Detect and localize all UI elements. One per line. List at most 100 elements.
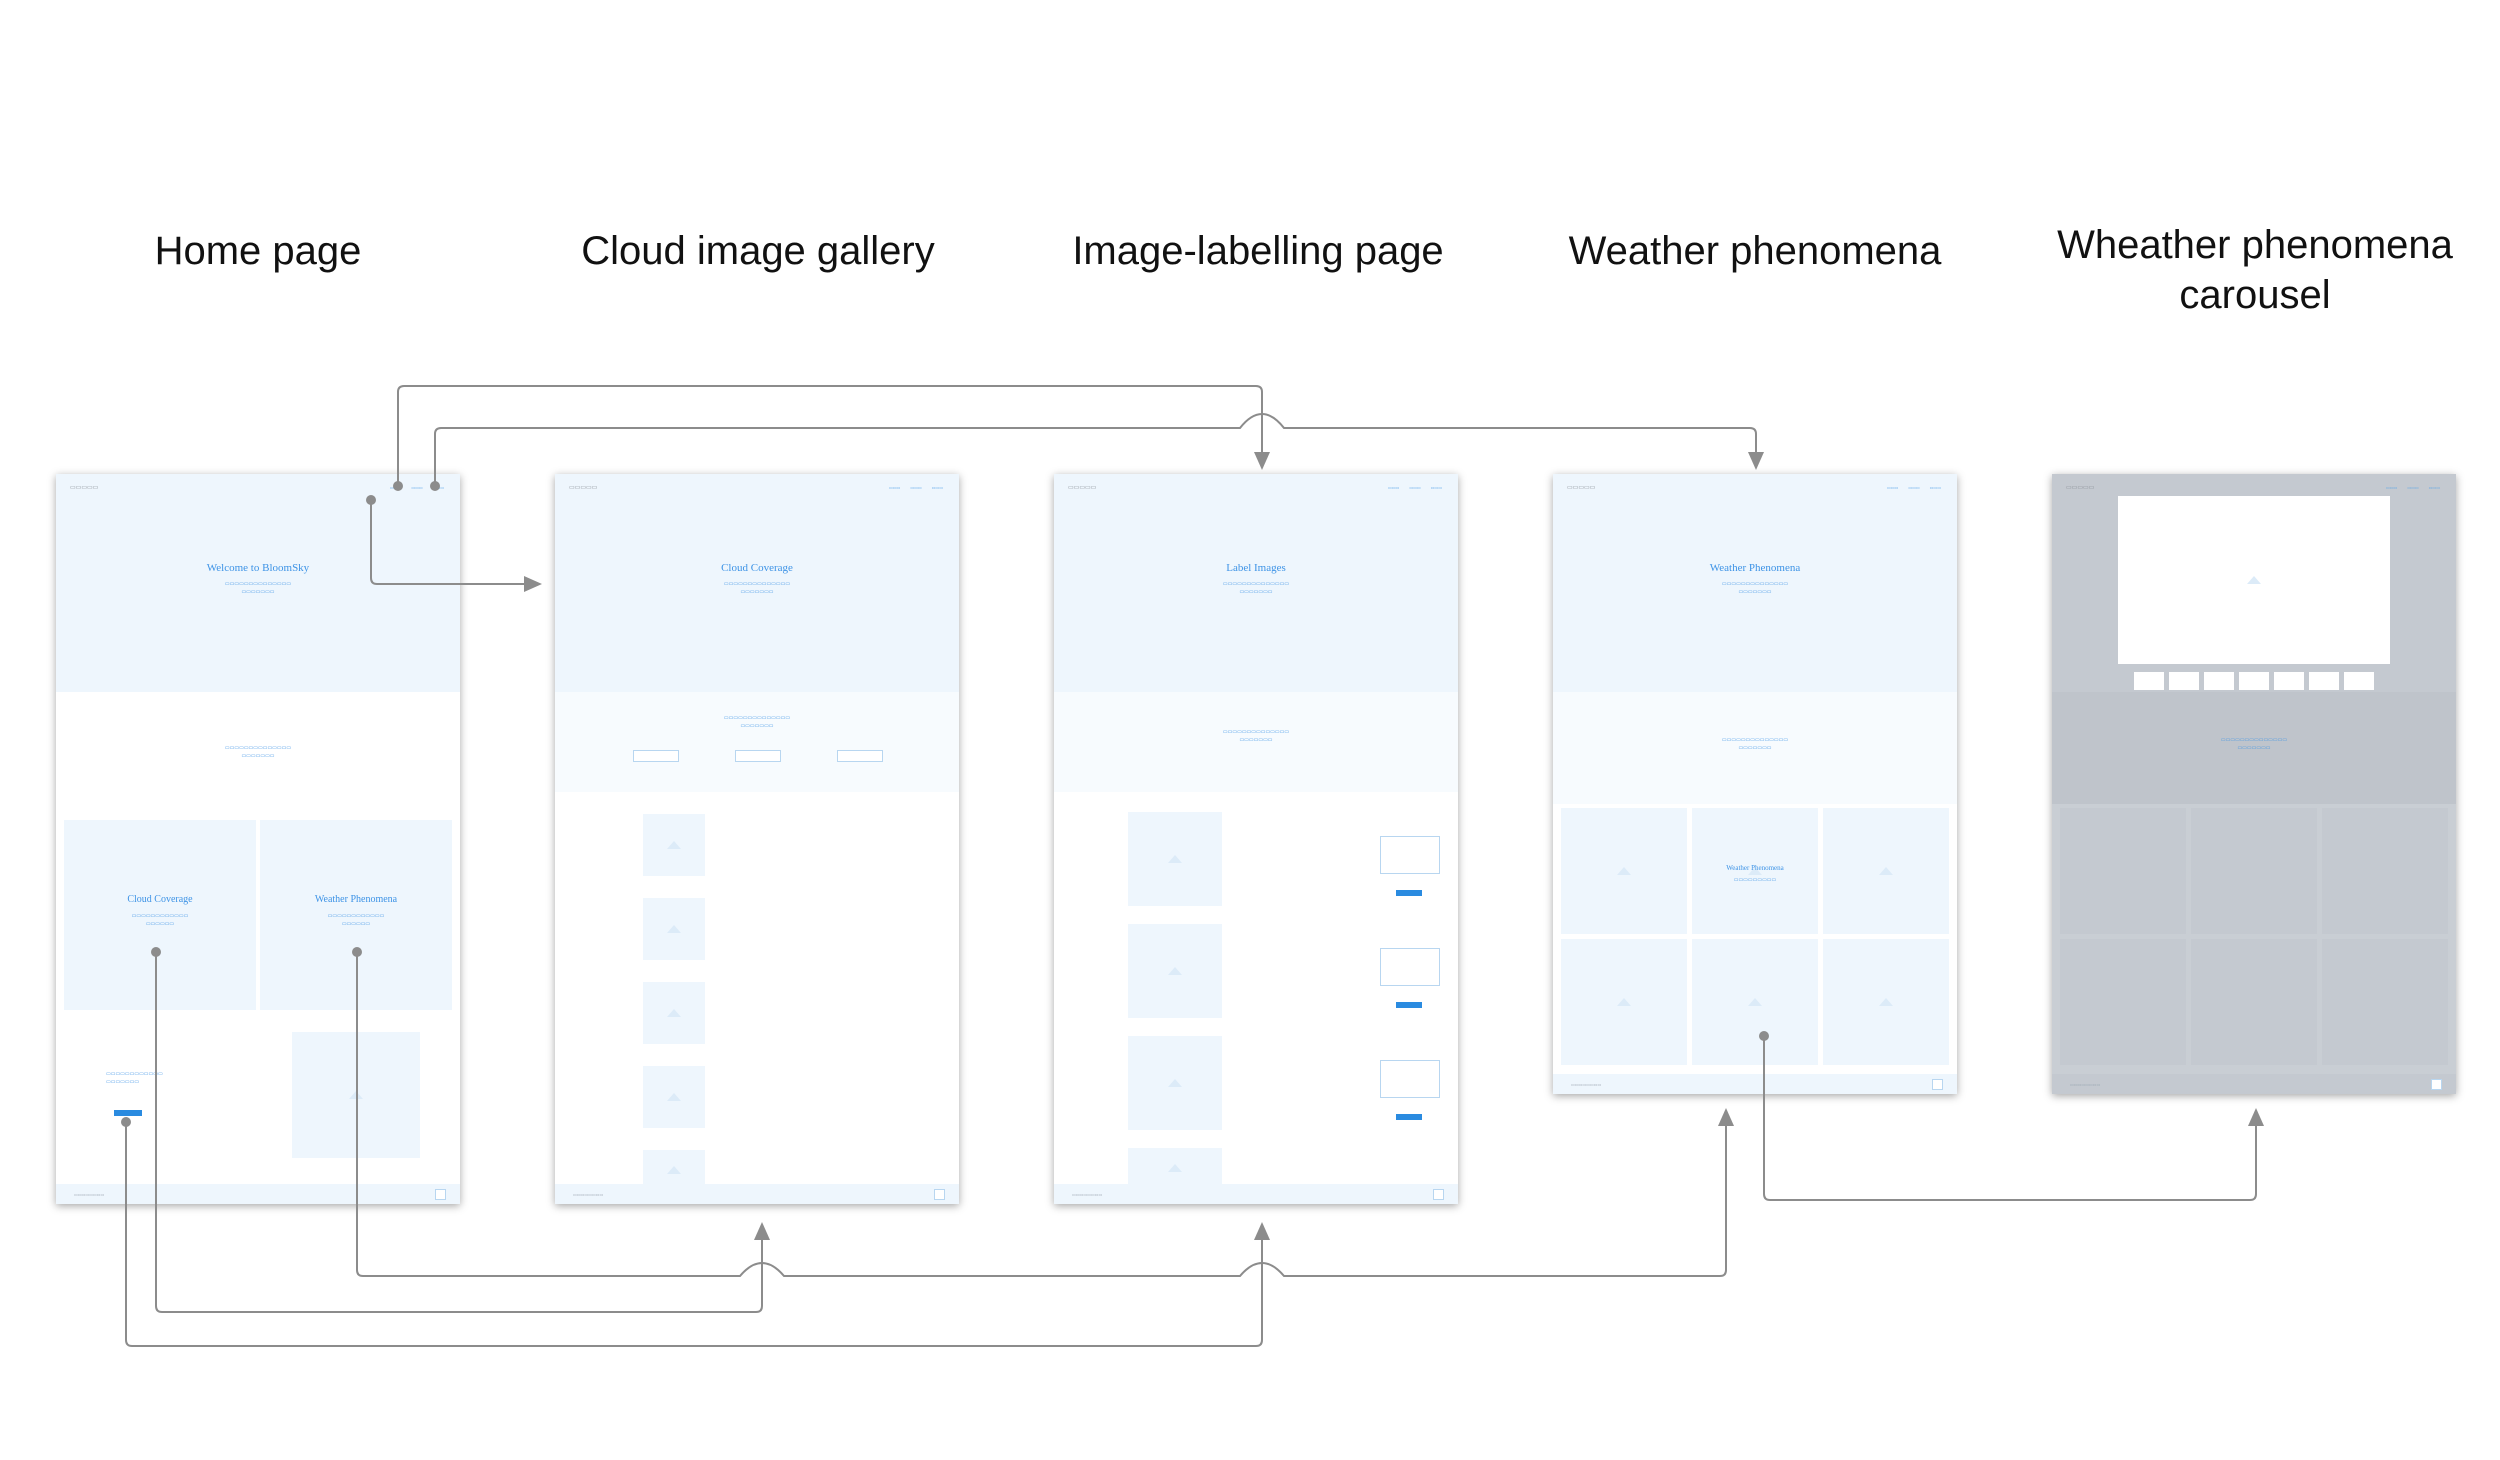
phenomena-tile-6[interactable] bbox=[1823, 939, 1949, 1065]
weather-phenomena-card[interactable]: Weather Phenomena ▭▭▭▭▭▭▭▭▭▭▭▭▭▭▭▭▭▭ bbox=[260, 820, 452, 1010]
card-title: Weather Phenomena bbox=[314, 894, 398, 905]
label-comment-box-1[interactable] bbox=[1380, 836, 1440, 874]
cloud-coverage-card[interactable]: Cloud Coverage ▭▭▭▭▭▭▭▭▭▭▭▭▭▭▭▭▭▭ bbox=[64, 820, 256, 1010]
footer: ▭▭▭▭▭▭▭▭ bbox=[2052, 1074, 2456, 1094]
brand-logo: ▭▭▭▭▭ bbox=[1068, 485, 1097, 491]
footer: ▭▭▭▭▭▭▭▭ bbox=[555, 1184, 959, 1204]
footer: ▭▭▭▭▭▭▭▭ bbox=[1553, 1074, 1957, 1094]
wire-origin-dot bbox=[393, 481, 403, 491]
phenomena-tile-3 bbox=[2322, 808, 2448, 934]
gallery-image-4[interactable] bbox=[643, 1066, 705, 1128]
hero-text: ▭▭▭▭▭▭▭▭▭▭▭▭▭▭▭▭▭▭▭▭▭ bbox=[723, 581, 791, 595]
filter-select-2[interactable] bbox=[735, 750, 781, 762]
wire-phenomena-to-carousel bbox=[1763, 1036, 2264, 1201]
wire-home-to-gallery bbox=[370, 500, 542, 592]
tile-text: ▭▭▭▭▭▭▭▭▭ bbox=[1733, 877, 1777, 883]
brand-logo: ▭▭▭▭▭ bbox=[2066, 485, 2095, 491]
label-image-2 bbox=[1128, 924, 1222, 1018]
nav-links[interactable]: ▭▭▭▭▭▭▭▭▭ bbox=[1387, 485, 1442, 490]
phenomena-tile-4[interactable] bbox=[1561, 939, 1687, 1065]
hero-title: Label Images bbox=[1226, 562, 1286, 574]
wire-origin-dot bbox=[121, 1117, 131, 1127]
nav-links[interactable]: ▭▭▭▭▭▭▭▭▭ bbox=[1886, 485, 1941, 490]
thumbnail[interactable] bbox=[2169, 672, 2199, 690]
thumbnail[interactable] bbox=[2239, 672, 2269, 690]
cta-button[interactable] bbox=[114, 1110, 142, 1116]
gallery-image-5[interactable] bbox=[643, 1150, 705, 1190]
brand-logo: ▭▭▭▭▭ bbox=[1567, 485, 1596, 491]
hero-text: ▭▭▭▭▭▭▭▭▭▭▭▭▭▭▭▭▭▭▭▭▭ bbox=[1222, 581, 1290, 595]
nav-bar: ▭▭▭▭▭ ▭▭▭▭▭▭▭▭▭ bbox=[2052, 474, 2456, 502]
wire-origin-dot bbox=[1759, 1031, 1769, 1041]
thumbnail[interactable] bbox=[2134, 672, 2164, 690]
nav-links[interactable]: ▭▭▭▭▭▭▭▭▭ bbox=[2385, 485, 2440, 490]
filter-select-3[interactable] bbox=[837, 750, 883, 762]
wire-weather-card-to-phenomena bbox=[356, 952, 1734, 1277]
label-image-3 bbox=[1128, 1036, 1222, 1130]
phenomena-tile-5 bbox=[2191, 939, 2317, 1065]
label-submit-button-3[interactable] bbox=[1396, 1114, 1422, 1120]
wire-origin-dot bbox=[366, 495, 376, 505]
nav-bar: ▭▭▭▭▭ ▭▭▭▭▭▭▭▭▭ bbox=[555, 474, 959, 502]
brand-logo: ▭▭▭▭▭ bbox=[70, 485, 99, 491]
phenomena-tile-2[interactable] bbox=[1692, 808, 1818, 934]
gallery-image-2[interactable] bbox=[643, 898, 705, 960]
gallery-image-1[interactable] bbox=[643, 814, 705, 876]
title-carousel-line-1: Wheather phenomena bbox=[2057, 223, 2453, 267]
tile-title: Weather Phenomena bbox=[1726, 864, 1784, 872]
intro-text: ▭▭▭▭▭▭▭▭▭▭▭▭▭▭▭▭▭▭▭▭▭ bbox=[2220, 737, 2288, 751]
nav-bar: ▭▭▭▭▭ ▭▭▭▭▭▭▭▭▭ bbox=[1054, 474, 1458, 502]
filter-select-1[interactable] bbox=[633, 750, 679, 762]
card-title: Cloud Coverage bbox=[127, 894, 193, 905]
title-home-page: Home page bbox=[154, 229, 362, 273]
frame-image-labelling-page[interactable]: ▭▭▭▭▭ ▭▭▭▭▭▭▭▭▭ Label Images ▭▭▭▭▭▭▭▭▭▭▭… bbox=[1054, 474, 1458, 1204]
wire-nav-to-phenomena bbox=[434, 413, 1764, 486]
thumbnail[interactable] bbox=[2344, 672, 2374, 690]
card-text: ▭▭▭▭▭▭▭▭▭▭▭▭▭▭▭▭▭▭ bbox=[327, 913, 385, 927]
brand-logo: ▭▭▭▭▭ bbox=[569, 485, 598, 491]
phenomena-tile-2 bbox=[2191, 808, 2317, 934]
nav-links[interactable]: ▭▭▭▭▭▭▭▭▭ bbox=[888, 485, 943, 490]
phenomena-tile-1[interactable] bbox=[1561, 808, 1687, 934]
hero-title: Cloud Coverage bbox=[721, 562, 793, 574]
footer: ▭▭▭▭▭▭▭▭ bbox=[1054, 1184, 1458, 1204]
thumbnail[interactable] bbox=[2309, 672, 2339, 690]
filter-band bbox=[555, 692, 959, 792]
frame-weather-phenomena[interactable]: ▭▭▭▭▭ ▭▭▭▭▭▭▭▭▭ Weather Phenomena ▭▭▭▭▭▭… bbox=[1553, 474, 1957, 1094]
wire-cta-to-labelling bbox=[125, 1122, 1270, 1347]
title-carousel: Wheather phenomena carousel bbox=[2025, 220, 2485, 320]
intro-band bbox=[1553, 692, 1957, 804]
title-weather-phenomena: Weather phenomena bbox=[1568, 229, 1942, 273]
hero-text: ▭▭▭▭▭▭▭▭▭▭▭▭▭▭▭▭▭▭▭▭▭ bbox=[1721, 581, 1789, 595]
thumbnail[interactable] bbox=[2204, 672, 2234, 690]
wire-origin-dot bbox=[151, 947, 161, 957]
label-submit-button-1[interactable] bbox=[1396, 890, 1422, 896]
hero-title: Welcome to BloomSky bbox=[206, 562, 310, 574]
phenomena-tile-1 bbox=[2060, 808, 2186, 934]
frame-weather-phenomena-carousel[interactable]: ▭▭▭▭▭ ▭▭▭▭▭▭▭▭▭ ▭▭▭▭▭▭▭▭▭▭▭▭▭▭▭▭▭▭▭▭▭ ▭▭… bbox=[2052, 474, 2456, 1094]
label-comment-box-3[interactable] bbox=[1380, 1060, 1440, 1098]
intro-text: ▭▭▭▭▭▭▭▭▭▭▭▭▭▭▭▭▭▭▭▭▭ bbox=[1222, 729, 1290, 743]
hero-section bbox=[1054, 474, 1458, 692]
title-cloud-image-gallery: Cloud image gallery bbox=[581, 229, 935, 273]
phenomena-tile-6 bbox=[2322, 939, 2448, 1065]
title-carousel-line-2: carousel bbox=[2179, 273, 2331, 317]
phenomena-tile-5[interactable] bbox=[1692, 939, 1818, 1065]
phenomena-tile-3[interactable] bbox=[1823, 808, 1949, 934]
label-image-4 bbox=[1128, 1148, 1222, 1188]
hero-section bbox=[1553, 474, 1957, 692]
carousel-thumbnails[interactable] bbox=[2134, 672, 2374, 690]
carousel-main-image[interactable] bbox=[2118, 496, 2390, 664]
label-comment-box-2[interactable] bbox=[1380, 948, 1440, 986]
label-submit-button-2[interactable] bbox=[1396, 1002, 1422, 1008]
gallery-image-3[interactable] bbox=[643, 982, 705, 1044]
phenomena-tile-4 bbox=[2060, 939, 2186, 1065]
nav-bar: ▭▭▭▭▭ ▭▭▭▭▭▭▭▭▭ bbox=[1553, 474, 1957, 502]
frame-cloud-image-gallery[interactable]: ▭▭▭▭▭ ▭▭▭▭▭▭▭▭▭ Cloud Coverage ▭▭▭▭▭▭▭▭▭… bbox=[555, 474, 959, 1204]
thumbnail[interactable] bbox=[2274, 672, 2304, 690]
wire-origin-dot bbox=[352, 947, 362, 957]
wire-cloud-card-to-gallery bbox=[155, 952, 770, 1313]
wire-nav-to-labelling bbox=[397, 385, 1270, 486]
cta-text: ▭▭▭▭▭▭▭▭▭▭▭▭▭▭▭▭▭▭▭ bbox=[106, 1071, 163, 1085]
